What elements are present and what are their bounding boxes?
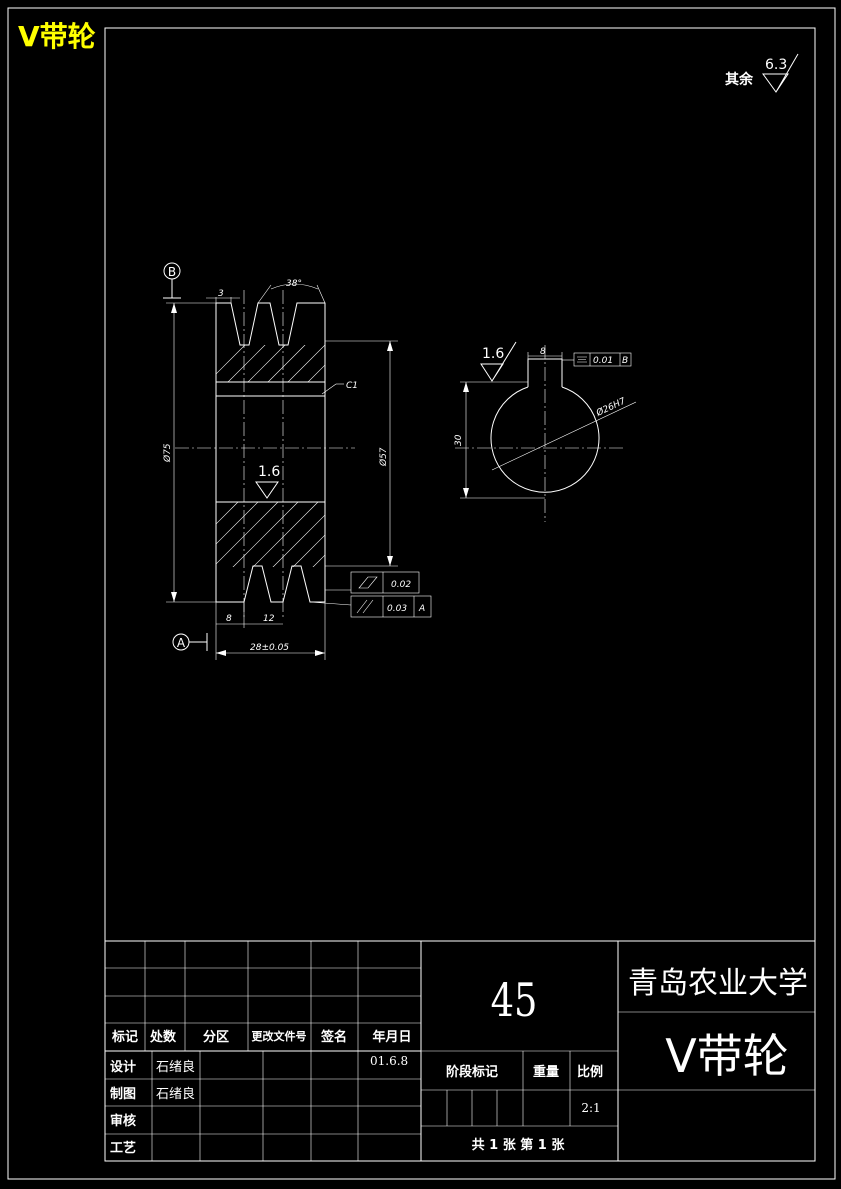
section-view: B xyxy=(162,262,432,660)
rev-header-count: 处数 xyxy=(149,1029,177,1045)
tol2-value: 0.03 xyxy=(387,604,407,614)
title-block: 标记 处数 分区 更改文件号 签名 年月日 设计 石绪良 01.6.8 制图 石… xyxy=(104,940,816,1162)
hub-roughness: 1.6 xyxy=(482,346,504,362)
material: 45 xyxy=(491,973,538,1027)
rev-header-sign: 签名 xyxy=(320,1029,347,1045)
design-name: 石绪良 xyxy=(156,1059,195,1075)
rev-header-zone: 分区 xyxy=(203,1029,229,1045)
dim-top: 3 xyxy=(218,289,224,299)
general-surface-finish: 其余 6.3 xyxy=(725,53,799,93)
bore-dim: Ø26H7 xyxy=(594,396,628,420)
bore xyxy=(215,395,326,503)
dim-width: 28±0.05 xyxy=(250,643,289,653)
check-label: 审核 xyxy=(110,1113,136,1129)
dim-dia-inner: Ø57 xyxy=(378,447,389,467)
datum-a-label: A xyxy=(177,636,186,650)
ratio-value: 2:1 xyxy=(581,1101,600,1115)
hatch-top xyxy=(216,345,325,382)
stage-label: 阶段标记 xyxy=(446,1064,498,1080)
hub-tol-datum: B xyxy=(622,356,628,366)
corner-title: V带轮 xyxy=(18,20,96,53)
pulley-outline xyxy=(215,302,326,603)
datum-b-label: B xyxy=(168,265,176,279)
hub-tol-value: 0.01 xyxy=(593,356,613,366)
finish-value: 6.3 xyxy=(765,57,787,73)
hub-height: 30 xyxy=(454,434,464,446)
key-width: 8 xyxy=(540,347,546,357)
sheet-info: 共 1 张 第 1 张 xyxy=(472,1137,566,1153)
rev-header-docno: 更改文件号 xyxy=(252,1029,307,1043)
design-date: 01.6.8 xyxy=(370,1054,408,1068)
rev-header-mark: 标记 xyxy=(111,1029,138,1045)
angle-label: 38° xyxy=(286,279,302,289)
ratio-label: 比例 xyxy=(577,1064,603,1080)
chamfer-label: C1 xyxy=(346,381,358,391)
weight-label: 重量 xyxy=(533,1064,559,1080)
dim-dia-outer: Ø75 xyxy=(162,443,173,463)
hatch-bottom xyxy=(216,502,325,567)
tol1-value: 0.02 xyxy=(391,580,411,590)
process-label: 工艺 xyxy=(110,1140,136,1156)
finish-symbol-icon xyxy=(762,53,799,93)
dim-8: 8 xyxy=(226,614,232,624)
company: 青岛农业大学 xyxy=(628,966,808,1001)
dim-12: 12 xyxy=(263,614,275,624)
bore-circle xyxy=(490,386,600,493)
hub-view: 1.6 8 0.01 B Ø26H7 30 xyxy=(454,341,637,522)
tol2-datum: A xyxy=(418,604,425,614)
flatness-icon xyxy=(358,576,378,589)
parallelism-icon xyxy=(356,599,374,614)
finish-label: 其余 xyxy=(725,71,754,88)
draw-name: 石绪良 xyxy=(156,1086,195,1102)
design-label: 设计 xyxy=(110,1059,136,1075)
draw-label: 制图 xyxy=(110,1086,136,1102)
part-name: V带轮 xyxy=(665,1029,788,1083)
bore-roughness: 1.6 xyxy=(258,464,280,480)
symmetry-icon xyxy=(577,356,587,363)
outer-border xyxy=(7,7,836,1180)
rev-header-date: 年月日 xyxy=(372,1029,411,1045)
